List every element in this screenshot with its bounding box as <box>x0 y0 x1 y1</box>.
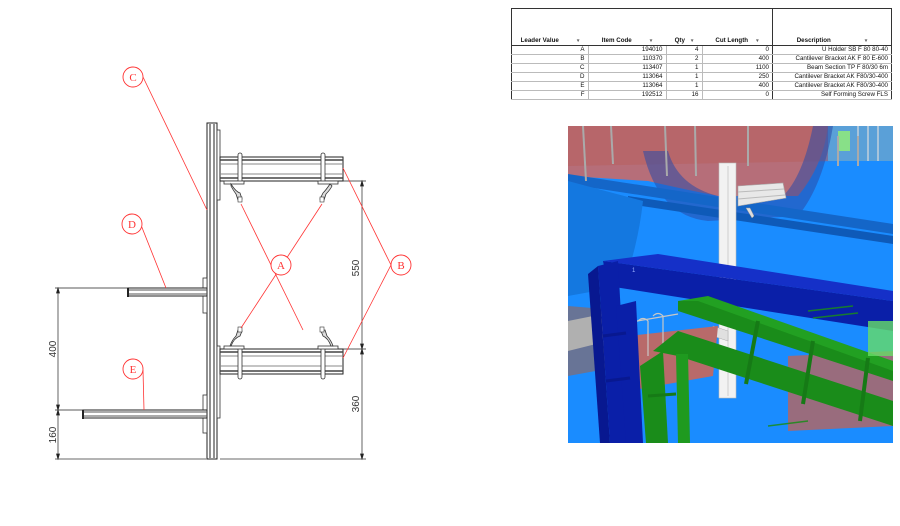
cell-item-code: 110370 <box>587 54 666 64</box>
technical-drawing: 550 360 400 160 A B C D E <box>48 66 412 461</box>
svg-text:E: E <box>130 364 137 376</box>
table-header-row: Leader Value▾ Item Code▾ Qty▾ Cut Length… <box>511 37 892 46</box>
cell-cut-length: 0 <box>701 45 773 55</box>
dimension-400: 400 <box>48 340 59 357</box>
cell-cut-length: 400 <box>701 54 773 64</box>
table-row: F 192512 16 0 Self Forming Screw FLS <box>511 90 892 100</box>
svg-text:C: C <box>129 72 136 84</box>
cell-qty: 1 <box>665 81 702 91</box>
table-row: E 113064 1 400 Cantilever Bracket AK F80… <box>511 81 892 91</box>
leader-balloon-a: A <box>270 254 292 276</box>
cell-description: Self Forming Screw FLS <box>772 90 892 100</box>
cell-leader: E <box>511 81 588 91</box>
table-row: B 110370 2 400 Cantilever Bracket AK F 8… <box>511 54 892 64</box>
cell-qty: 1 <box>665 72 702 82</box>
cell-item-code: 192512 <box>587 90 666 100</box>
bill-of-materials-table: Leader Value▾ Item Code▾ Qty▾ Cut Length… <box>511 8 892 100</box>
header-description[interactable]: Description▾ <box>772 37 892 46</box>
cell-description: Cantilever Bracket AK F80/30-400 <box>772 72 892 82</box>
cell-cut-length: 1100 <box>701 63 773 73</box>
cell-item-code: 113064 <box>587 72 666 82</box>
header-leader-value[interactable]: Leader Value▾ <box>511 37 588 46</box>
left-cantilever-e <box>82 409 208 419</box>
table-row: A 194010 4 0 U Holder SB F 80 80-40 <box>511 45 892 55</box>
svg-text:1: 1 <box>632 268 636 274</box>
filter-dropdown-icon: ▾ <box>576 38 580 44</box>
cell-leader: B <box>511 54 588 64</box>
filter-dropdown-icon: ▾ <box>649 38 653 44</box>
header-qty[interactable]: Qty▾ <box>666 37 702 46</box>
dimension-360: 360 <box>351 395 362 412</box>
left-cantilever-d <box>127 287 208 297</box>
leader-balloon-d: D <box>121 213 143 235</box>
cell-qty: 1 <box>665 63 702 73</box>
table-row: C 113407 1 1100 Beam Section TP F 80/30 … <box>511 63 892 73</box>
dimension-160: 160 <box>48 426 59 443</box>
cell-description: Cantilever Bracket AK F 80 E-600 <box>772 54 892 64</box>
cell-cut-length: 400 <box>701 81 773 91</box>
svg-text:B: B <box>397 260 404 272</box>
cell-cut-length: 250 <box>701 72 773 82</box>
3d-model-render: 1 <box>568 126 893 443</box>
cell-item-code: 194010 <box>587 45 666 55</box>
table-row: D 113064 1 250 Cantilever Bracket AK F80… <box>511 72 892 82</box>
dimension-550: 550 <box>351 259 362 276</box>
filter-dropdown-icon: ▾ <box>690 38 694 44</box>
cell-description: Cantilever Bracket AK F80/30-400 <box>772 81 892 91</box>
leader-balloon-c: C <box>122 66 144 88</box>
cell-leader: A <box>511 45 588 55</box>
cell-qty: 16 <box>665 90 702 100</box>
leader-balloon-e: E <box>122 358 144 380</box>
navy-frame-model: 1 <box>588 254 893 443</box>
cell-leader: F <box>511 90 588 100</box>
header-cut-length[interactable]: Cut Length▾ <box>702 37 773 46</box>
upper-u-holders <box>223 180 339 203</box>
svg-text:D: D <box>128 219 136 231</box>
filter-dropdown-icon: ▾ <box>756 38 759 44</box>
lower-cantilever-arm <box>219 346 344 380</box>
cell-cut-length: 0 <box>701 90 773 100</box>
upper-cantilever-arm <box>219 152 344 184</box>
lower-u-holders <box>223 326 339 350</box>
cell-item-code: 113064 <box>587 81 666 91</box>
green-frame-model <box>640 296 893 443</box>
cell-qty: 2 <box>665 54 702 64</box>
cell-leader: D <box>511 72 588 82</box>
cell-item-code: 113407 <box>587 63 666 73</box>
leader-balloon-b: B <box>390 254 412 276</box>
cell-description: U Holder SB F 80 80-40 <box>772 45 892 55</box>
cell-leader: C <box>511 63 588 73</box>
cell-description: Beam Section TP F 80/30 6m <box>772 63 892 73</box>
cell-qty: 4 <box>665 45 702 55</box>
header-item-code[interactable]: Item Code▾ <box>588 37 666 46</box>
filter-dropdown-icon: ▾ <box>864 38 868 44</box>
svg-text:A: A <box>277 260 285 272</box>
leader-lines <box>140 76 392 411</box>
